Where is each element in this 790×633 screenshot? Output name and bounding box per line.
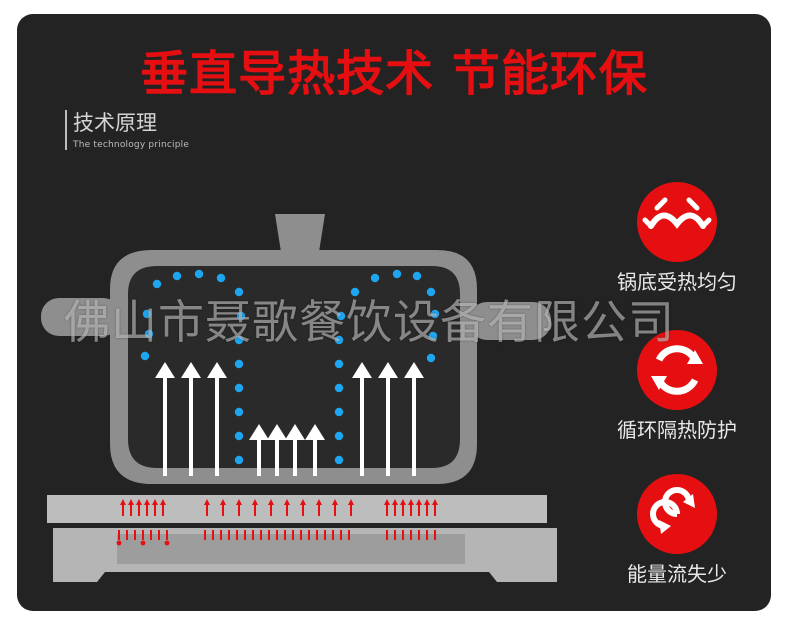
convection-dot	[334, 359, 344, 369]
convection-dot	[426, 353, 436, 363]
page-title: 垂直导热技术 节能环保	[140, 46, 648, 102]
induction-coil	[116, 530, 436, 546]
convection-dot	[234, 287, 244, 297]
induction-arrow-head	[144, 499, 150, 505]
induction-arrow-head	[220, 499, 226, 505]
company-watermark: 佛山市聂歌餐饮设备有限公司	[64, 295, 675, 349]
convection-dot	[144, 329, 154, 339]
induction-arrow-head	[236, 499, 242, 505]
induction-arrow-head	[408, 499, 414, 505]
induction-arrow-head	[284, 499, 290, 505]
convection-dot	[234, 431, 244, 441]
heat-arrow-head	[267, 424, 287, 440]
induction-arrow-head	[332, 499, 338, 505]
convection-dot	[140, 351, 150, 361]
convection-dot	[234, 383, 244, 393]
section-subtitle: The technology principle	[73, 140, 190, 150]
pot-interior	[128, 266, 460, 468]
induction-arrow-head	[416, 499, 422, 505]
convection-dot	[334, 455, 344, 465]
induction-arrow-head	[316, 499, 322, 505]
convection-dot	[194, 269, 204, 279]
convection-dot	[234, 359, 244, 369]
convection-dot	[234, 335, 244, 345]
heat-arrow-head	[404, 362, 424, 378]
convection-dot	[370, 273, 380, 283]
heat-arrow-head	[155, 362, 175, 378]
convection-dot	[334, 383, 344, 393]
induction-arrow-head	[128, 499, 134, 505]
convection-dot	[152, 279, 162, 289]
convection-dot	[392, 269, 402, 279]
recycle-icon	[637, 330, 717, 410]
induction-arrow-head	[400, 499, 406, 505]
convection-dots	[140, 269, 440, 465]
induction-arrow-head	[204, 499, 210, 505]
heat-arrow-head	[352, 362, 372, 378]
heat-arrows	[155, 362, 424, 476]
cooker-coil-area	[117, 534, 465, 564]
induction-arrows	[120, 499, 438, 516]
induction-arrow-head	[384, 499, 390, 505]
feature-label: 能量流失少	[627, 562, 727, 586]
section-header: 技术原理 The technology principle	[65, 110, 189, 150]
convection-dot	[234, 455, 244, 465]
convection-dot	[236, 311, 246, 321]
feature-label: 锅底受热均匀	[617, 270, 737, 294]
induction-arrow-head	[268, 499, 274, 505]
coil-dot	[140, 540, 146, 546]
infographic-panel: 垂直导热技术 节能环保 技术原理 The technology principl…	[17, 14, 771, 611]
convection-dot	[142, 309, 152, 319]
heat-arrow-head	[378, 362, 398, 378]
convection-dot	[334, 407, 344, 417]
coil-dot	[164, 540, 170, 546]
induction-arrow-head	[432, 499, 438, 505]
feature-label: 循环隔热防护	[617, 418, 737, 442]
induction-arrow-head	[120, 499, 126, 505]
loop-arrows-icon	[637, 474, 717, 554]
induction-arrow-head	[252, 499, 258, 505]
coil-dot	[116, 540, 122, 546]
convection-dot	[430, 309, 440, 319]
pot-side-handle-right	[469, 302, 551, 340]
convection-dot	[334, 431, 344, 441]
induction-arrow-head	[424, 499, 430, 505]
induction-arrow-head	[348, 499, 354, 505]
convection-dot	[334, 335, 344, 345]
induction-arrow-head	[300, 499, 306, 505]
heat-arrow-head	[285, 424, 305, 440]
convection-dot	[428, 331, 438, 341]
heat-eye-icon	[637, 182, 717, 262]
section-title: 技术原理	[73, 111, 157, 135]
induction-arrow-head	[152, 499, 158, 505]
convection-dot	[234, 407, 244, 417]
induction-arrow-head	[160, 499, 166, 505]
convection-dot	[216, 273, 226, 283]
convection-dot	[426, 287, 436, 297]
heat-arrow-head	[305, 424, 325, 440]
heat-arrow-head	[207, 362, 227, 378]
heat-arrow-head	[249, 424, 269, 440]
pot-handle	[275, 214, 325, 257]
convection-dot	[350, 287, 360, 297]
induction-arrow-head	[136, 499, 142, 505]
convection-dot	[336, 311, 346, 321]
heat-arrow-head	[181, 362, 201, 378]
induction-arrow-head	[392, 499, 398, 505]
cooking-diagram	[41, 214, 557, 582]
pot-side-handle-left	[41, 298, 121, 336]
convection-dot	[172, 271, 182, 281]
convection-dot	[412, 271, 422, 281]
